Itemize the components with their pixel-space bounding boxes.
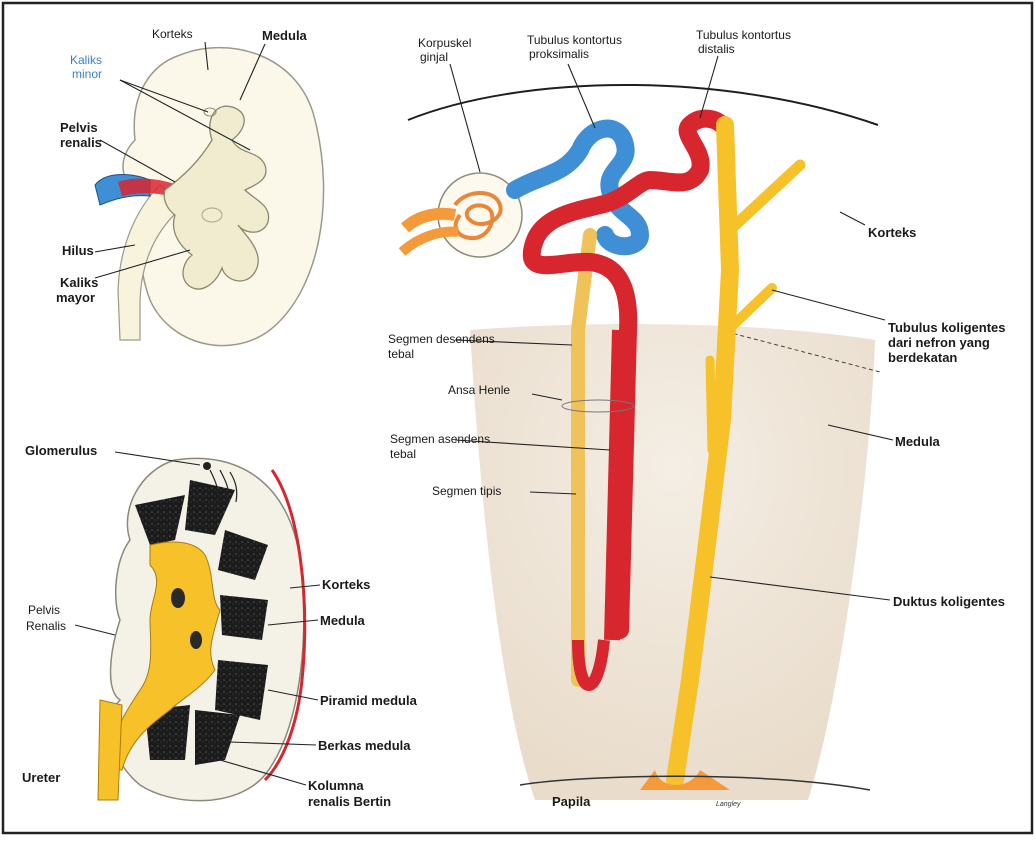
- label-distal-1: Tubulus kontortus: [696, 28, 791, 42]
- label-korpuskel-2: ginjal: [420, 50, 448, 64]
- label-kolumna-2: renalis Bertin: [308, 794, 391, 809]
- label-distal-2: distalis: [698, 42, 735, 56]
- label-koligentes-2: dari nefron yang: [888, 335, 990, 350]
- label-pelvis-renalis-b-1: Pelvis: [28, 603, 60, 617]
- label-pelvis-renalis-2: renalis: [60, 135, 102, 150]
- label-kaliks-mayor-1: Kaliks: [60, 275, 98, 290]
- label-ansa-henle: Ansa Henle: [448, 383, 510, 397]
- label-pelvis-renalis-b-2: Renalis: [26, 619, 66, 633]
- label-top-korteks: Korteks: [152, 27, 193, 41]
- label-desendens-1: Segmen desendens: [388, 332, 495, 346]
- label-glomerulus: Glomerulus: [25, 443, 97, 458]
- label-duktus-koligentes: Duktus koligentes: [893, 594, 1005, 609]
- label-korpuskel-1: Korpuskel: [418, 36, 471, 50]
- label-proksimal-1: Tubulus kontortus: [527, 33, 622, 47]
- label-papila: Papila: [552, 794, 591, 809]
- label-top-medula: Medula: [262, 28, 308, 43]
- label-ureter: Ureter: [22, 770, 60, 785]
- label-asendens-1: Segmen asendens: [390, 432, 490, 446]
- label-kaliks-mayor-2: mayor: [56, 290, 95, 305]
- label-koligentes-3: berdekatan: [888, 350, 957, 365]
- label-bottom-medula: Medula: [320, 613, 366, 628]
- label-berkas-medula: Berkas medula: [318, 738, 411, 753]
- label-piramid-medula: Piramid medula: [320, 693, 418, 708]
- label-nephron-medula: Medula: [895, 434, 941, 449]
- label-pelvis-renalis-1: Pelvis: [60, 120, 98, 135]
- kidney-bottom-illustration: [98, 458, 305, 800]
- label-hilus: Hilus: [62, 243, 94, 258]
- label-koligentes-1: Tubulus koligentes: [888, 320, 1006, 335]
- label-nephron-korteks: Korteks: [868, 225, 916, 240]
- label-proksimal-2: proksimalis: [529, 47, 589, 61]
- label-segmen-tipis: Segmen tipis: [432, 484, 501, 498]
- label-kolumna-1: Kolumna: [308, 778, 364, 793]
- label-kaliks-minor-2: minor: [72, 67, 102, 81]
- label-kaliks-minor-1: Kaliks: [70, 53, 102, 67]
- label-desendens-2: tebal: [388, 347, 414, 361]
- label-bottom-korteks: Korteks: [322, 577, 370, 592]
- label-asendens-2: tebal: [390, 447, 416, 461]
- artist-signature: Langley: [716, 801, 741, 808]
